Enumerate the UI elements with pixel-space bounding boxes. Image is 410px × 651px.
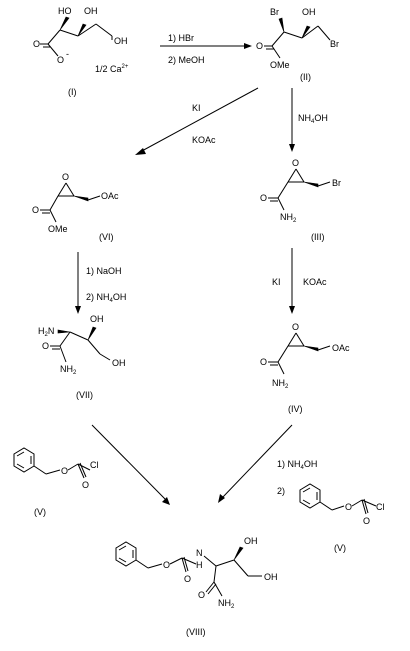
reagent-step3-right-a: KI <box>272 277 281 287</box>
compound-III: O Br O NH2 (III) <box>260 158 341 242</box>
compound-VII: H2N OH OH O NH2 (VII) <box>38 314 126 400</box>
label-V-left: (V) <box>34 507 46 517</box>
compound-V-left: O O Cl (V) <box>13 447 99 517</box>
VIII-O3: O <box>198 590 205 600</box>
VIII-H: H <box>196 560 203 570</box>
reagent-step4-right-a: 1) NH4OH <box>277 459 317 471</box>
reagent-step3-right-b: KOAc <box>303 277 327 287</box>
V-right-O1: O <box>345 502 352 512</box>
label-III: (III) <box>311 232 325 242</box>
arrow-II-to-III: NH4OH <box>289 88 328 152</box>
VI-O-ring: O <box>62 172 69 182</box>
III-Br: Br <box>332 178 341 188</box>
IV-NH2: NH2 <box>272 378 289 390</box>
arrow-VI-to-VII: 1) NaOH 2) NH4OH <box>75 252 126 314</box>
VII-OH-2: OH <box>112 358 126 368</box>
label-VII: (VII) <box>76 390 93 400</box>
II-OMe: OMe <box>270 60 290 70</box>
reagent-step2-left-b: KOAc <box>192 135 216 145</box>
I-OH-2: OH <box>114 36 128 46</box>
reagent-step2-right: NH4OH <box>298 113 328 125</box>
I-HO: HO <box>58 6 72 16</box>
I-OH-1: OH <box>84 6 98 16</box>
arrow-I-to-II: 1) HBr 2) MeOH <box>160 33 252 65</box>
I-O-carbonyl: O <box>33 39 40 49</box>
reagent-step1-a: 1) HBr <box>168 33 194 43</box>
II-O: O <box>256 41 263 51</box>
label-V-right: (V) <box>334 543 346 553</box>
arrow-II-to-VI: KI KOAc <box>135 87 259 155</box>
compound-II: Br OH Br O OMe (II) <box>256 7 339 82</box>
II-Br-1: Br <box>270 7 279 17</box>
label-IV: (IV) <box>288 404 303 414</box>
compound-IV: O OAc O NH2 (IV) <box>260 322 350 414</box>
VIII-O1: O <box>163 560 170 570</box>
III-NH2: NH2 <box>280 212 297 224</box>
label-VI: (VI) <box>99 232 114 242</box>
VIII-OH-2: OH <box>264 572 278 582</box>
reagent-step3-left-b: 2) NH4OH <box>86 292 126 304</box>
III-O-ring: O <box>292 158 299 168</box>
VIII-OH-1: OH <box>244 536 258 546</box>
IV-O-ring: O <box>292 322 299 332</box>
compound-VIII: O O N H OH OH O NH2 (VIII) <box>115 536 278 637</box>
arrow-III-to-IV: KI KOAc <box>272 248 327 314</box>
IV-O: O <box>260 357 267 367</box>
reagent-step3-left-a: 1) NaOH <box>86 266 122 276</box>
VII-H2N: H2N <box>38 326 54 338</box>
IV-OAc: OAc <box>332 343 350 353</box>
label-II: (II) <box>300 72 311 82</box>
I-charge: - <box>66 49 69 59</box>
II-Br-2: Br <box>330 39 339 49</box>
VIII-N: N <box>196 548 203 558</box>
VIII-O2: O <box>184 574 191 584</box>
V-right-Cl: Cl <box>376 502 385 512</box>
V-left-O1: O <box>61 466 68 476</box>
VII-NH2: NH2 <box>60 364 77 376</box>
compound-VI: O OAc O OMe (VI) <box>32 172 119 242</box>
arrow-VII-to-VIII <box>91 424 170 505</box>
arrow-IV-to-VIII: 1) NH4OH 2) <box>218 424 317 503</box>
compound-V-right: O O Cl (V) <box>299 483 385 553</box>
VI-OMe: OMe <box>48 224 68 234</box>
VIII-NH2: NH2 <box>218 598 235 610</box>
VI-OAc: OAc <box>101 191 119 201</box>
II-OH: OH <box>302 7 316 17</box>
I-salt: 1/2 Ca2+ <box>95 64 129 74</box>
label-I: (I) <box>68 87 77 97</box>
reagent-step2-left-a: KI <box>192 103 201 113</box>
reagent-step1-b: 2) MeOH <box>168 55 205 65</box>
V-left-Cl: Cl <box>90 460 99 470</box>
label-VIII: (VIII) <box>186 627 206 637</box>
VI-O: O <box>32 205 39 215</box>
V-left-O2: O <box>82 480 89 490</box>
III-O: O <box>260 193 267 203</box>
V-right-O2: O <box>363 516 370 526</box>
VII-O: O <box>42 341 49 351</box>
reagent-step4-right-b: 2) <box>277 486 285 496</box>
compound-I: HO OH OH O O - 1/2 Ca2+ (I) <box>33 6 129 97</box>
VII-OH-1: OH <box>90 314 104 324</box>
I-O-minus: O <box>57 55 64 65</box>
